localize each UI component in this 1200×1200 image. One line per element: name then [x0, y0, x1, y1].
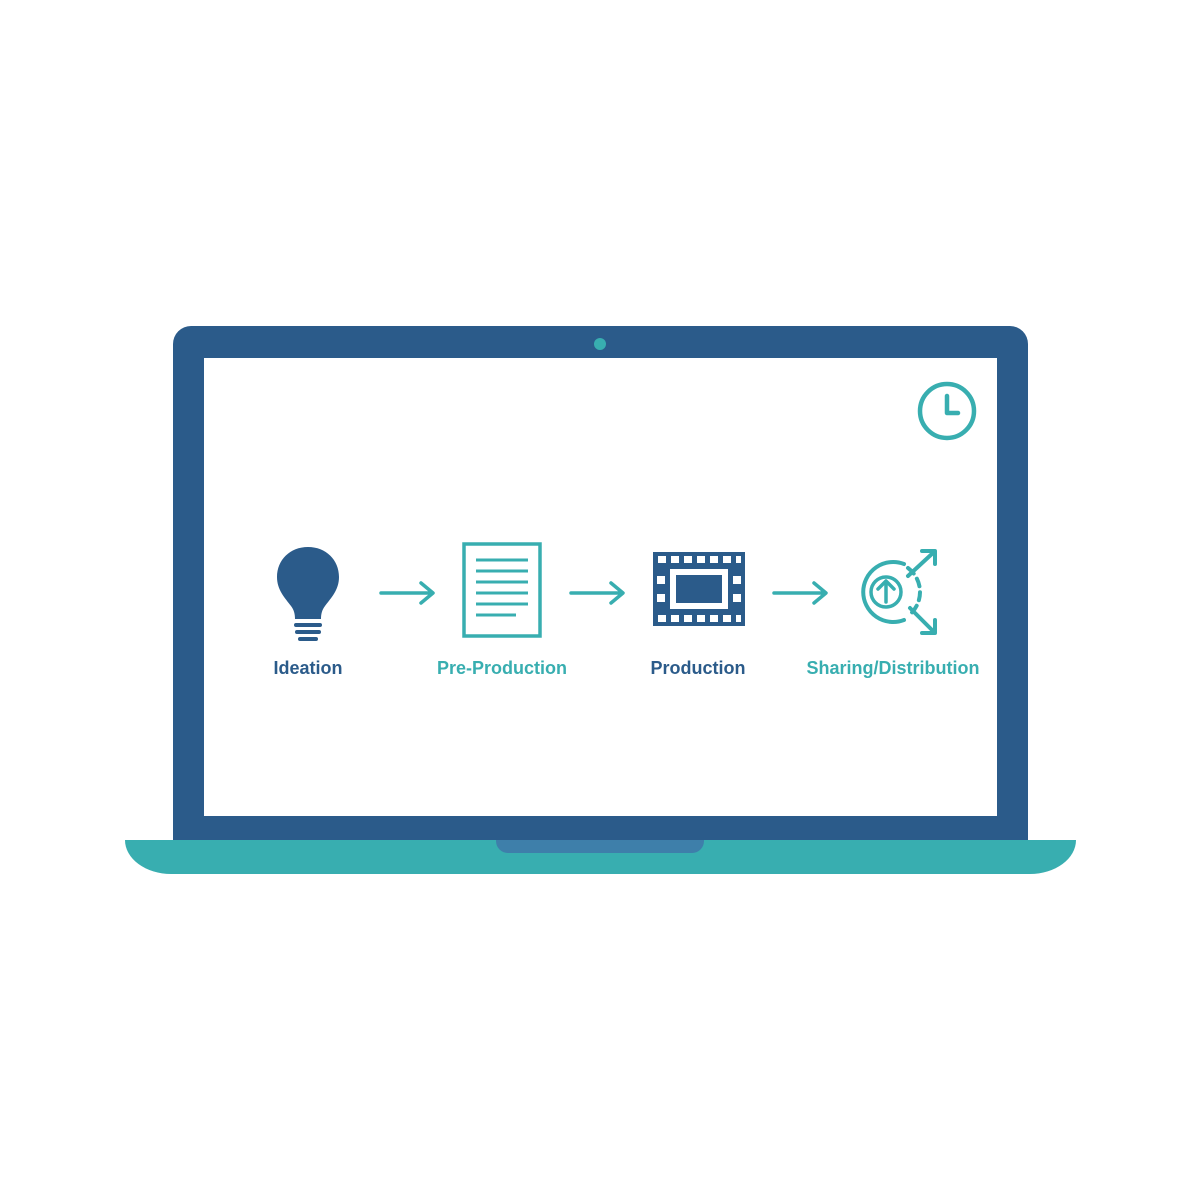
film-frame-icon	[653, 552, 745, 626]
arrow-right-icon	[379, 581, 435, 605]
step-label-pre-production: Pre-Production	[436, 658, 567, 678]
step-label-ideation: Ideation	[273, 658, 343, 678]
step-label-sharing-distribution: Sharing/Distribution	[806, 658, 980, 678]
lightbulb-icon	[277, 547, 339, 641]
share-upload-icon	[861, 549, 937, 635]
clock-icon	[917, 381, 977, 441]
arrow-right-icon	[569, 581, 625, 605]
document-icon	[462, 542, 542, 638]
step-label-production: Production	[650, 658, 746, 678]
arrow-right-icon	[772, 581, 828, 605]
webcam	[594, 338, 606, 350]
laptop-notch	[496, 840, 704, 853]
